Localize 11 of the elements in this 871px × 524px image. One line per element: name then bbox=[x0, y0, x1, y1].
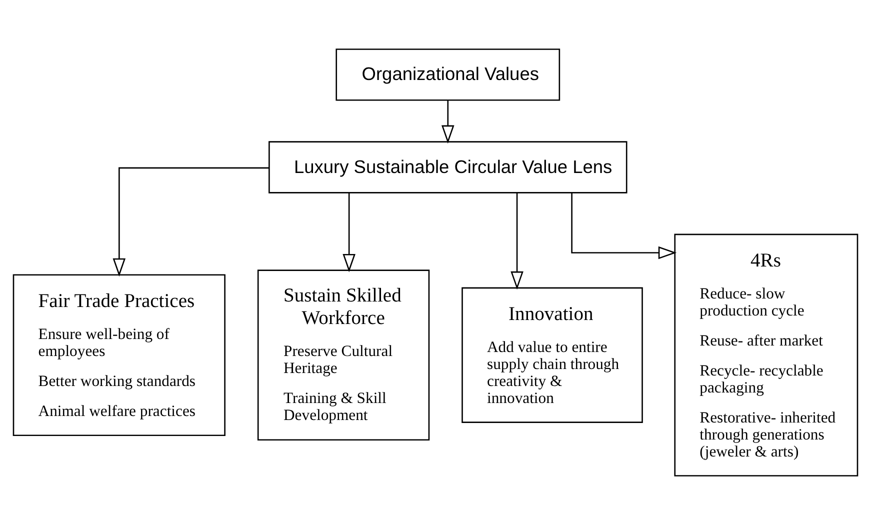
arrow bbox=[342, 192, 356, 272]
node-box: Sustain Skilled Workforce Preserve Cultural Heritage Training & Skill Development bbox=[257, 269, 430, 440]
node-box: Fair Trade Practices Ensure well-being of employees Better working standards Animal welfare practices bbox=[12, 274, 226, 436]
node-box: 4Rs Reduce- slow production cycle Reuse- after market Recycle- recyclable packaging Restorative- inherited through generations (jeweler & arts) bbox=[674, 233, 858, 476]
arrow bbox=[510, 192, 524, 290]
node-box: Innovation Add value to entire supply chain through creativity & innovation bbox=[462, 286, 643, 422]
arrow bbox=[571, 192, 677, 259]
node-box: Luxury Sustainable Circular Value Lens bbox=[268, 140, 628, 193]
arrow bbox=[442, 100, 454, 144]
arrow bbox=[112, 166, 270, 276]
node-box: Organizational Values bbox=[336, 48, 560, 100]
